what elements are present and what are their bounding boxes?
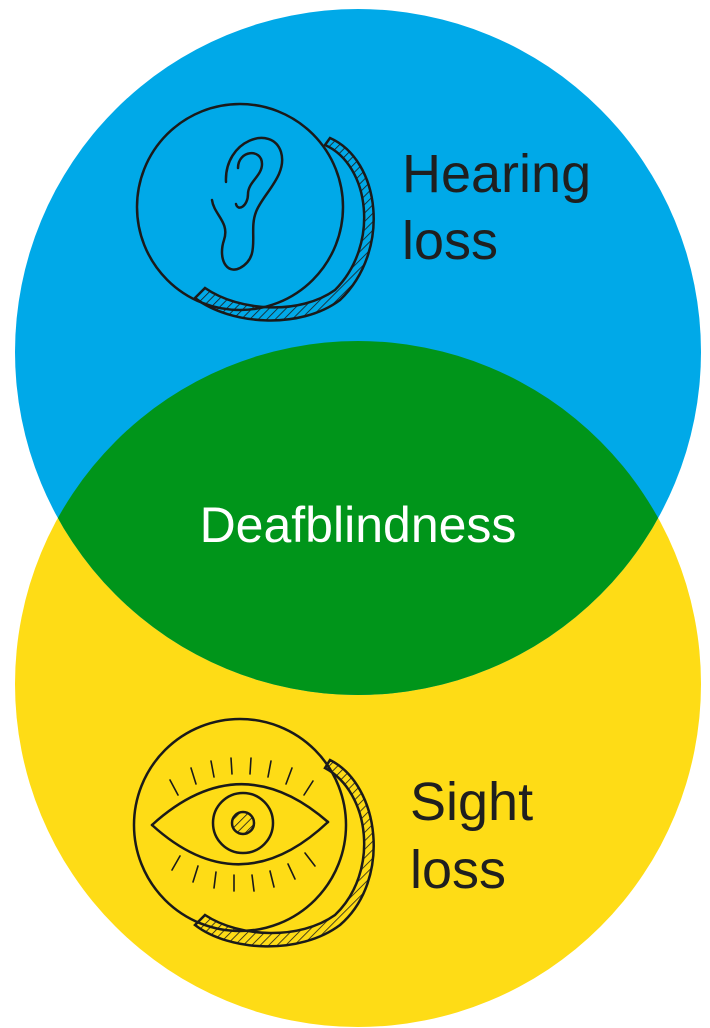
- sight-loss-line1: Sight: [410, 772, 533, 832]
- hearing-loss-line2: loss: [402, 211, 498, 271]
- hearing-loss-line1: Hearing: [402, 144, 591, 204]
- sight-loss-line2: loss: [410, 840, 506, 900]
- deafblindness-label: Deafblindness: [200, 497, 517, 553]
